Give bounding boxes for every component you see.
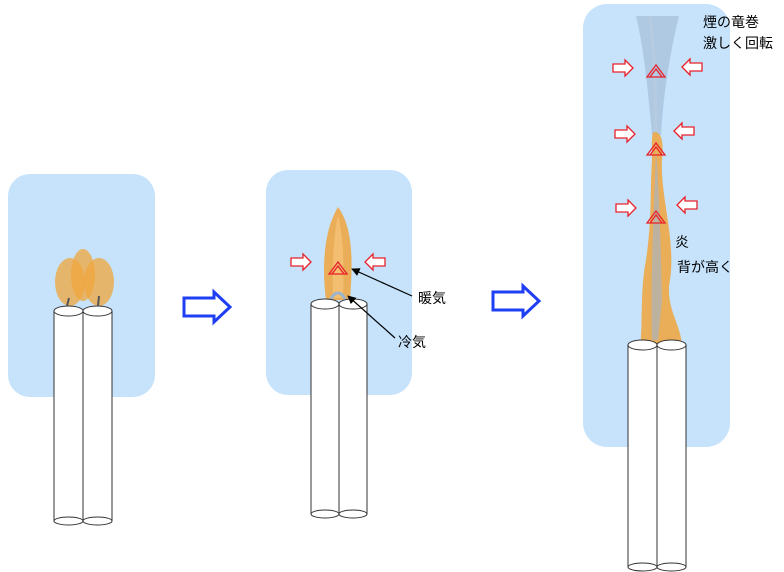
panel-stage-1 [8,174,155,526]
stage-arrow-icon [182,288,233,326]
label-warm-air: 暖気 [418,291,446,307]
updraft-triangle-icon [645,209,667,224]
inflow-arrow-icon [676,195,698,215]
inflow-arrow-icon [681,57,703,77]
panel-stage-3: 煙の竜巻 激しく回転 炎 背が高く [583,4,773,572]
candles [53,295,113,526]
tall-flame [640,132,682,352]
flame-cluster [55,249,114,306]
label-cold-air: 冷気 [398,335,426,351]
label-violent-rotation: 激しく回転 [703,35,773,52]
label-taller: 背が高く [677,259,733,276]
candles [627,339,687,572]
updraft-triangle-icon [645,63,667,78]
inflow-arrow-icon [615,198,637,218]
inflow-arrow-icon [673,121,695,141]
label-smoke-tornado: 煙の竜巻 [703,14,759,31]
inflow-arrow-icon [612,58,634,78]
panel-stage-2: 暖気 冷気 [266,170,446,519]
inflow-arrow-icon [364,252,386,272]
label-flame: 炎 [675,235,689,251]
updraft-triangle-icon [645,141,667,156]
candles [310,298,368,519]
stage-arrow-icon [491,282,542,320]
updraft-triangle-icon [327,260,349,275]
pointer-arrow-icon [347,295,396,339]
smoke-tornado [636,16,679,135]
inflow-arrow-icon [614,124,636,144]
inflow-arrow-icon [290,252,312,272]
pointer-arrow-icon [351,268,413,297]
